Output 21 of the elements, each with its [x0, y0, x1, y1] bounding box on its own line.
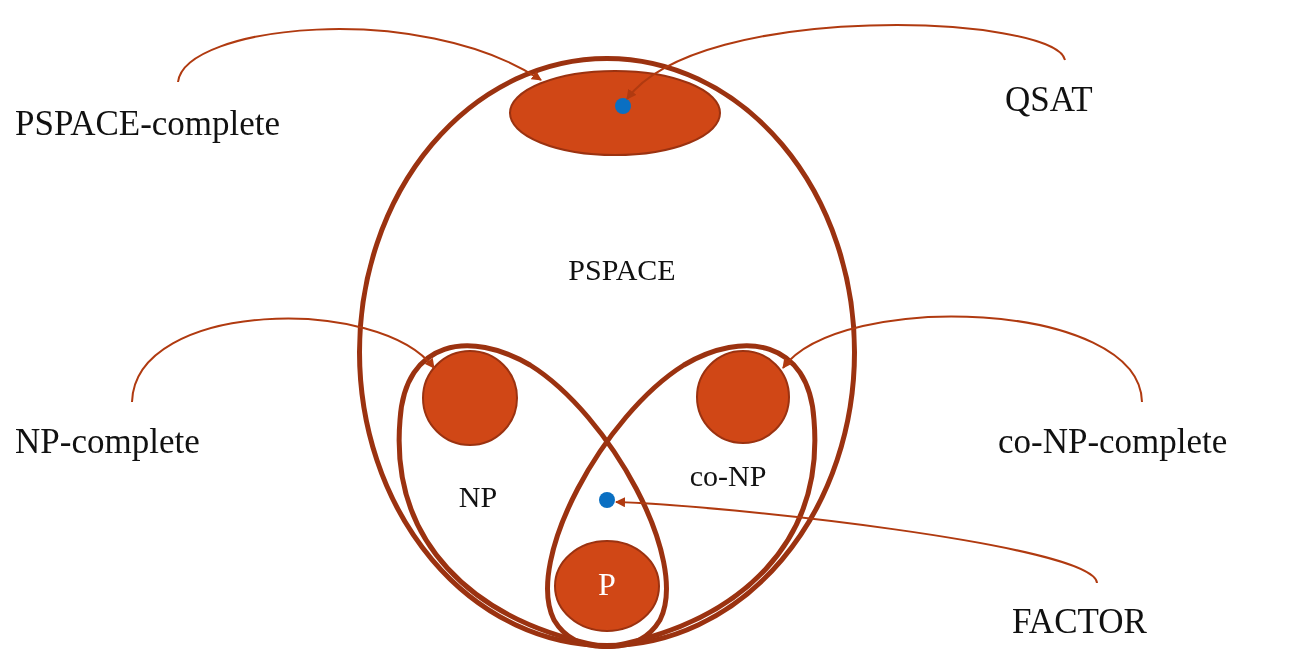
class-circle: [420, 350, 520, 446]
leader-arrow: [615, 497, 1098, 584]
problem-dot: [615, 98, 631, 114]
leader-arrow: [782, 315, 1143, 403]
callout-label: PSPACE-complete: [15, 106, 281, 141]
class-label: NP: [458, 482, 498, 512]
class-circle: [693, 350, 793, 444]
problem-dot: [599, 492, 615, 508]
set-ellipse: [357, 56, 857, 648]
leader-arrow: [177, 28, 542, 83]
leader-arrow: [626, 24, 1066, 100]
set-ellipse: [554, 540, 660, 632]
callout-label: FACTOR: [1012, 604, 1147, 639]
callout-label: co-NP-complete: [998, 424, 1228, 459]
class-label: P: [598, 568, 616, 600]
class-label: PSPACE: [568, 255, 676, 285]
class-label: co-NP: [689, 461, 767, 491]
class-ellipse: [509, 70, 721, 156]
callout-label: NP-complete: [15, 424, 200, 459]
callout-label: QSAT: [1005, 82, 1093, 117]
leader-arrow: [131, 317, 435, 403]
